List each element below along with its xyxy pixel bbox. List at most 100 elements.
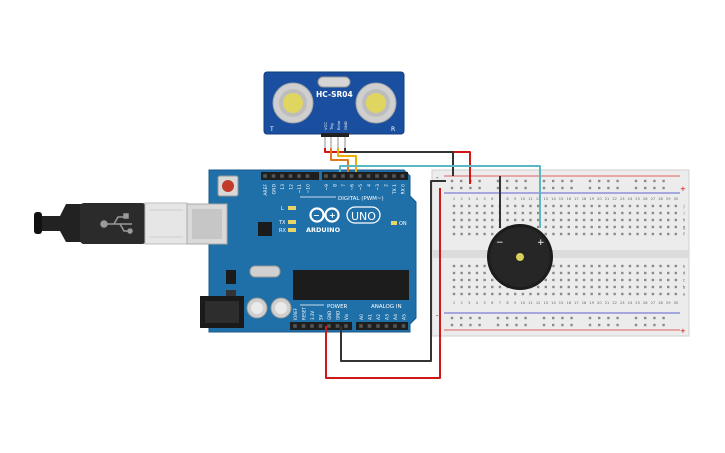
- breadboard-hole[interactable]: [544, 211, 547, 215]
- breadboard-rail-hole[interactable]: [542, 323, 546, 327]
- breadboard-hole[interactable]: [452, 211, 456, 215]
- digital-header[interactable]: [261, 172, 408, 180]
- breadboard-rail-hole[interactable]: [644, 323, 647, 327]
- breadboard-hole[interactable]: [644, 232, 647, 236]
- breadboard-rail-hole[interactable]: [653, 186, 656, 190]
- digital-pin-hole[interactable]: [358, 174, 362, 178]
- breadboard-hole[interactable]: [659, 271, 662, 275]
- breadboard-rail-hole[interactable]: [450, 323, 454, 327]
- breadboard-rail-hole[interactable]: [450, 179, 454, 183]
- breadboard-hole[interactable]: [483, 278, 486, 282]
- breadboard-hole[interactable]: [468, 285, 471, 289]
- digital-pin-hole[interactable]: [366, 174, 371, 178]
- breadboard-rail-hole[interactable]: [469, 316, 472, 320]
- breadboard-hole[interactable]: [452, 218, 456, 222]
- breadboard-rail-hole[interactable]: [607, 323, 610, 327]
- breadboard-hole[interactable]: [613, 271, 616, 275]
- breadboard-hole[interactable]: [506, 218, 509, 222]
- breadboard-rail-hole[interactable]: [542, 316, 546, 320]
- breadboard-hole[interactable]: [674, 211, 678, 215]
- breadboard-hole[interactable]: [605, 218, 609, 222]
- breadboard-rail-hole[interactable]: [634, 179, 638, 183]
- breadboard-hole[interactable]: [483, 225, 486, 229]
- breadboard-hole[interactable]: [582, 211, 586, 215]
- breadboard-rail-hole[interactable]: [478, 323, 481, 327]
- breadboard-hole[interactable]: [598, 232, 601, 236]
- breadboard-hole[interactable]: [483, 264, 486, 268]
- breadboard-hole[interactable]: [514, 292, 517, 296]
- breadboard-hole[interactable]: [621, 211, 624, 215]
- breadboard-hole[interactable]: [636, 264, 639, 268]
- breadboard-hole[interactable]: [552, 232, 555, 236]
- breadboard-hole[interactable]: [514, 204, 517, 208]
- breadboard-hole[interactable]: [468, 292, 471, 296]
- breadboard-hole[interactable]: [506, 211, 509, 215]
- digital-pin-hole[interactable]: [400, 174, 405, 178]
- breadboard-hole[interactable]: [582, 225, 586, 229]
- breadboard-hole[interactable]: [674, 278, 678, 282]
- breadboard-hole[interactable]: [636, 218, 639, 222]
- breadboard-hole[interactable]: [483, 218, 486, 222]
- digital-pin-hole[interactable]: [383, 174, 388, 178]
- breadboard-hole[interactable]: [659, 218, 662, 222]
- breadboard-hole[interactable]: [582, 271, 586, 275]
- breadboard-rail-hole[interactable]: [662, 179, 665, 183]
- breadboard-hole[interactable]: [590, 218, 593, 222]
- analog-pin-hole[interactable]: [401, 324, 406, 328]
- wires[interactable]: [324, 148, 541, 379]
- breadboard-hole[interactable]: [575, 285, 578, 289]
- breadboard-hole[interactable]: [498, 292, 502, 296]
- breadboard-hole[interactable]: [460, 204, 463, 208]
- breadboard-hole[interactable]: [621, 218, 624, 222]
- breadboard-rail-hole[interactable]: [662, 323, 665, 327]
- breadboard-hole[interactable]: [590, 232, 593, 236]
- breadboard-hole[interactable]: [491, 211, 494, 215]
- breadboard-hole[interactable]: [651, 225, 655, 229]
- breadboard-rail-hole[interactable]: [616, 186, 619, 190]
- digital-pin-hole[interactable]: [297, 174, 301, 178]
- breadboard-hole[interactable]: [460, 278, 463, 282]
- power-pin-hole[interactable]: [335, 324, 340, 328]
- breadboard-hole[interactable]: [559, 271, 563, 275]
- breadboard-hole[interactable]: [460, 271, 463, 275]
- breadboard-hole[interactable]: [491, 278, 494, 282]
- breadboard-hole[interactable]: [582, 285, 586, 289]
- breadboard-hole[interactable]: [590, 211, 593, 215]
- breadboard-rail-hole[interactable]: [515, 323, 518, 327]
- breadboard-hole[interactable]: [559, 285, 563, 289]
- breadboard-hole[interactable]: [544, 218, 547, 222]
- breadboard-hole[interactable]: [552, 204, 555, 208]
- breadboard-hole[interactable]: [621, 264, 624, 268]
- breadboard-hole[interactable]: [582, 218, 586, 222]
- piezo-buzzer[interactable]: − +: [487, 224, 553, 290]
- breadboard-hole[interactable]: [659, 225, 662, 229]
- breadboard-hole[interactable]: [567, 211, 570, 215]
- breadboard-hole[interactable]: [552, 292, 555, 296]
- digital-pin-hole[interactable]: [392, 174, 396, 178]
- breadboard-hole[interactable]: [552, 285, 555, 289]
- breadboard-rail-hole[interactable]: [653, 179, 656, 183]
- breadboard-hole[interactable]: [567, 225, 570, 229]
- breadboard-hole[interactable]: [468, 218, 471, 222]
- breadboard-hole[interactable]: [598, 271, 601, 275]
- digital-pin-hole[interactable]: [332, 174, 337, 178]
- breadboard-hole[interactable]: [529, 218, 532, 222]
- breadboard-hole[interactable]: [468, 211, 471, 215]
- breadboard-hole[interactable]: [475, 232, 479, 236]
- breadboard-hole[interactable]: [506, 292, 509, 296]
- breadboard-rail-hole[interactable]: [607, 316, 610, 320]
- breadboard-hole[interactable]: [674, 264, 678, 268]
- breadboard-hole[interactable]: [483, 204, 486, 208]
- breadboard-hole[interactable]: [598, 278, 601, 282]
- breadboard-hole[interactable]: [468, 232, 471, 236]
- breadboard-hole[interactable]: [621, 292, 624, 296]
- breadboard-rail-hole[interactable]: [552, 316, 555, 320]
- breadboard-hole[interactable]: [452, 204, 456, 208]
- breadboard-hole[interactable]: [590, 278, 593, 282]
- breadboard-hole[interactable]: [613, 285, 616, 289]
- breadboard-rail-hole[interactable]: [552, 186, 555, 190]
- breadboard-hole[interactable]: [667, 211, 670, 215]
- digital-pin-hole[interactable]: [288, 174, 293, 178]
- breadboard-hole[interactable]: [636, 204, 639, 208]
- breadboard-hole[interactable]: [674, 285, 678, 289]
